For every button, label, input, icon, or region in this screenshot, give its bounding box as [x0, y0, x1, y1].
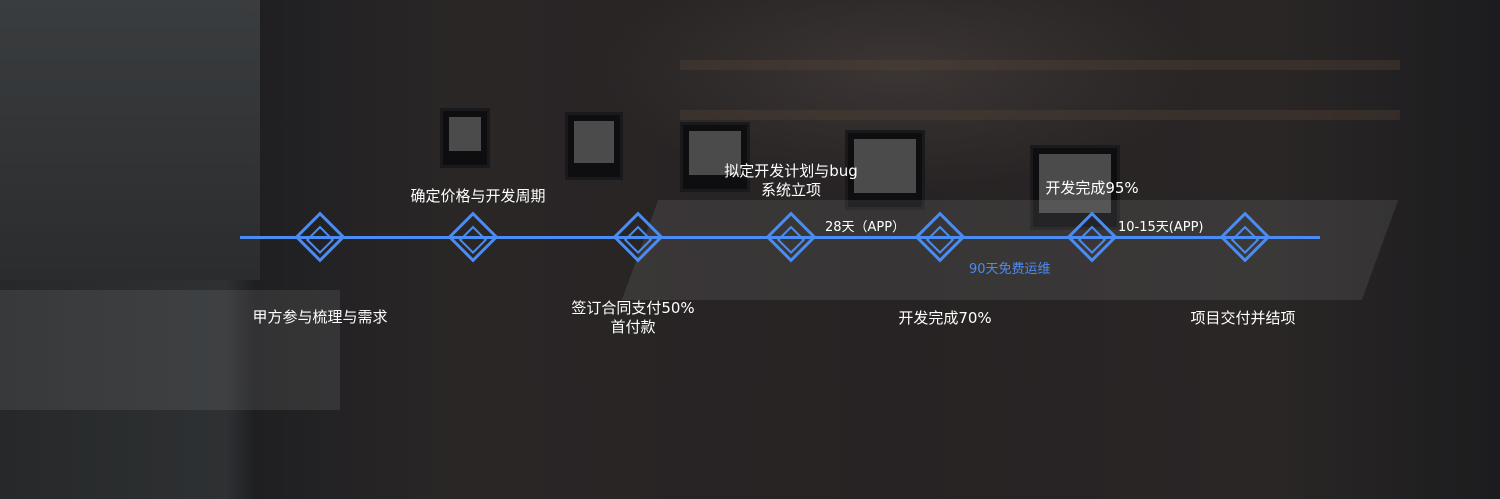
step-label-line: 拟定开发计划与bug	[724, 162, 858, 180]
step-label: 确定价格与开发周期	[410, 187, 546, 205]
step-label: 开发完成70%	[898, 309, 992, 327]
timeline-node-diamond-icon	[294, 211, 346, 263]
background-monitor	[1030, 145, 1120, 230]
step-label: 开发完成95%	[1045, 179, 1139, 197]
step-label: 签订合同支付50%首付款	[571, 299, 694, 337]
background-monitor	[440, 108, 490, 168]
step-label-line: 首付款	[610, 318, 656, 336]
duration-label: 10-15天(APP)	[1118, 220, 1204, 235]
background-shelf	[680, 60, 1400, 70]
background-desk	[0, 290, 340, 410]
background-monitor	[565, 112, 623, 180]
step-label-line: 签订合同支付50%	[571, 299, 695, 317]
background-monitor	[845, 130, 925, 210]
step-label: 项目交付并结项	[1190, 309, 1296, 327]
duration-label: 28天（APP）	[825, 220, 906, 235]
timeline-node-diamond-icon	[447, 211, 499, 263]
background-shelf	[680, 110, 1400, 120]
background-wall	[0, 0, 260, 280]
step-label-line: 系统立项	[760, 181, 821, 199]
background-desk	[621, 200, 1399, 300]
maintenance-label: 90天免费运维	[969, 262, 1051, 277]
background-monitor	[680, 122, 750, 192]
step-label: 甲方参与梳理与需求	[252, 308, 388, 326]
